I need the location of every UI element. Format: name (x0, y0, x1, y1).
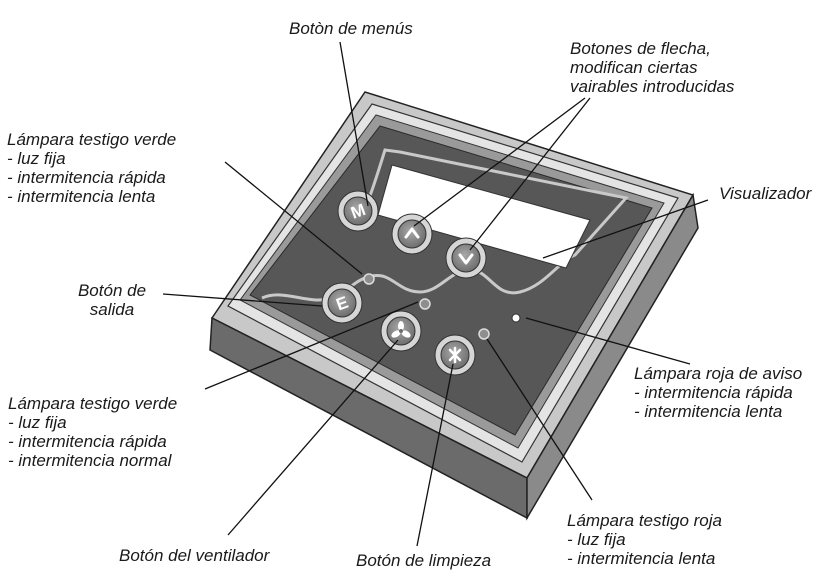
exit-button[interactable]: E (321, 282, 363, 324)
menu-button[interactable]: M (337, 190, 379, 232)
label-red-warning-lamp: Lámpara roja de aviso - intermitencia rá… (634, 364, 803, 421)
cleaning-button[interactable] (434, 334, 476, 376)
label-menu-button: Botòn de menús (289, 19, 413, 38)
down-arrow-button[interactable] (445, 237, 487, 279)
menu-button-glyph: M (348, 200, 368, 223)
down-arrow-icon (458, 253, 474, 265)
up-arrow-button[interactable] (391, 213, 433, 255)
red-warning-lamp (511, 313, 521, 323)
green-lamp-bottom (419, 298, 431, 310)
leader-lines (162, 41, 709, 547)
label-arrow-buttons: Botones de flecha, modifican ciertas vai… (570, 39, 735, 96)
cleaning-icon (448, 346, 462, 364)
label-display: Visualizador (719, 184, 812, 203)
label-red-lamp: Lámpara testigo roja - luz fija - interm… (567, 511, 722, 568)
red-lamp (478, 328, 490, 340)
label-green-lamp-top: Lámpara testigo verde - luz fija - inter… (7, 130, 177, 206)
green-lamp-top (363, 273, 375, 285)
label-exit-button: Botón de salida (77, 281, 147, 319)
label-green-lamp-bottom: Lámpara testigo verde - luz fija - inter… (8, 394, 178, 470)
display-screen (377, 164, 591, 269)
label-cleaning-button: Botón de limpieza (356, 551, 492, 570)
label-fan-button: Botón del ventilador (119, 546, 270, 565)
up-arrow-icon (404, 227, 420, 239)
fan-icon (391, 321, 411, 338)
fan-button[interactable] (380, 310, 422, 352)
